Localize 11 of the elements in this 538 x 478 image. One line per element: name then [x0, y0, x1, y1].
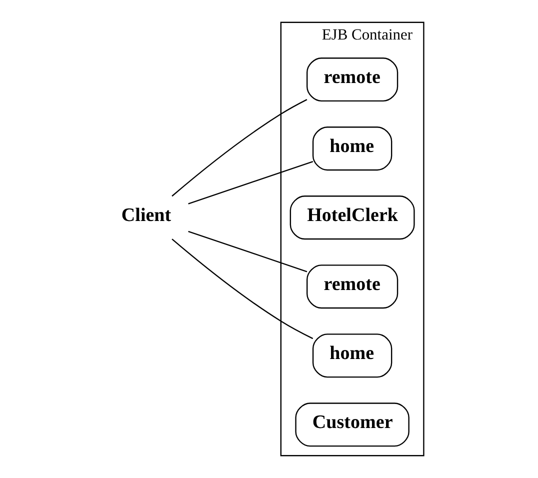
node-box: remote [306, 58, 398, 102]
connector [188, 160, 314, 204]
node-box: home [312, 334, 392, 378]
node-text: Client [121, 204, 172, 226]
node-box: home [312, 126, 392, 171]
connector [172, 99, 308, 197]
node-box: remote [306, 264, 398, 309]
connector [172, 238, 314, 340]
node-box: Customer [295, 402, 410, 447]
connector [188, 230, 308, 272]
node-box: HotelClerk [290, 196, 415, 240]
